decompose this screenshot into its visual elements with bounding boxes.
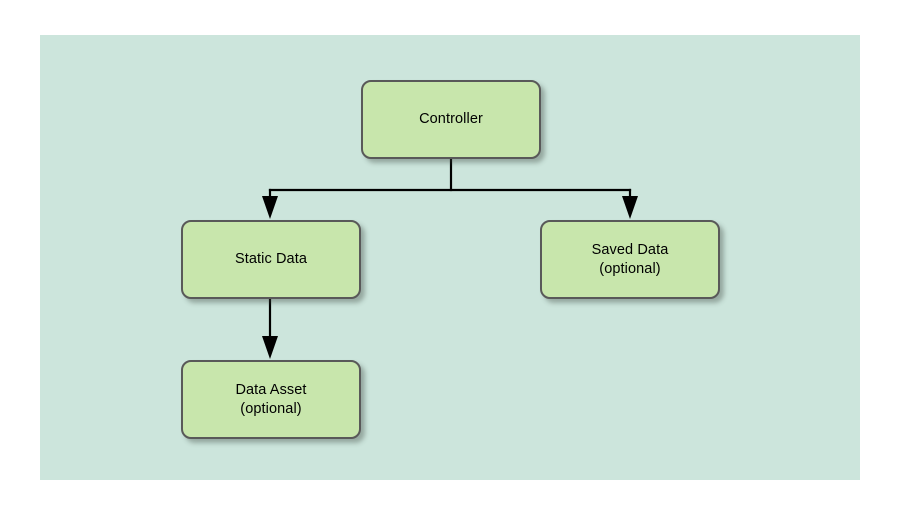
node-static-data-label: Static Data — [234, 251, 308, 267]
node-data-asset-label: Data Asset (optional) — [235, 381, 307, 417]
node-saved-data[interactable]: Saved Data (optional) — [540, 220, 720, 299]
node-static-data[interactable]: Static Data — [181, 220, 361, 299]
node-controller[interactable]: Controller — [361, 80, 541, 159]
node-saved-data-label: Saved Data (optional) — [591, 241, 669, 277]
node-controller-label: Controller — [419, 111, 483, 127]
node-data-asset[interactable]: Data Asset (optional) — [181, 360, 361, 439]
